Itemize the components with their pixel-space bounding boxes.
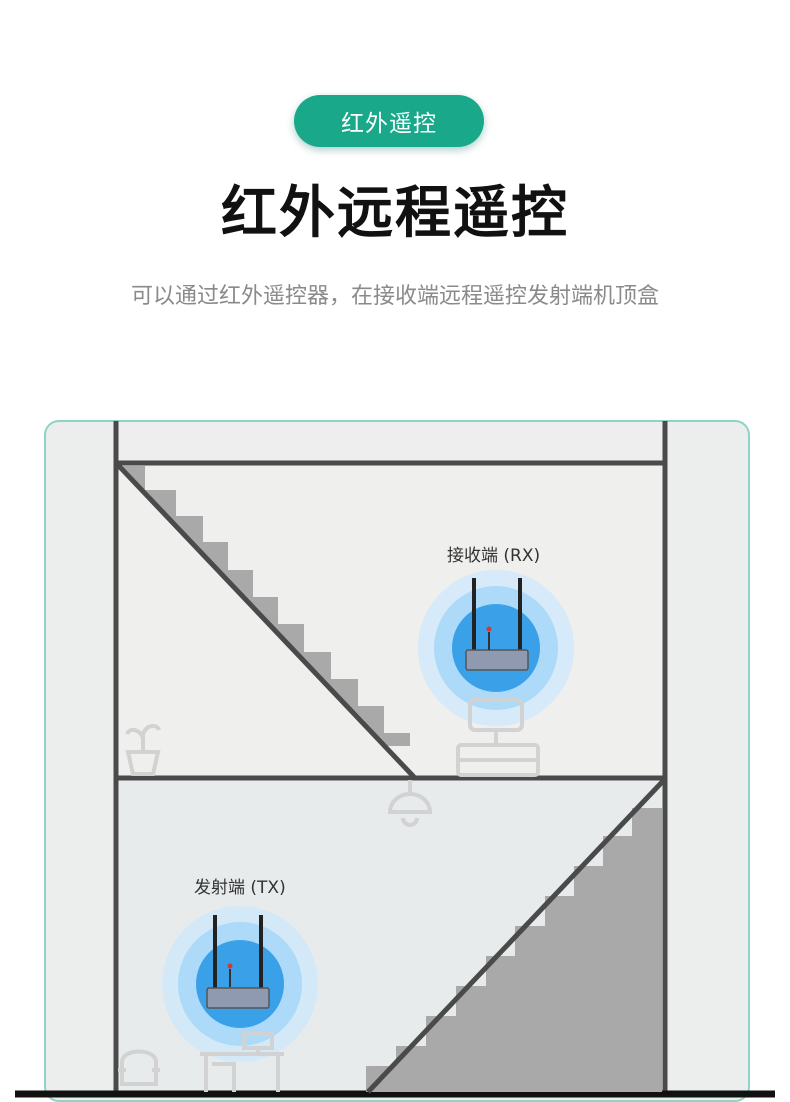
- tv-cabinet: [456, 698, 540, 777]
- lower-staircase: [366, 783, 662, 1092]
- transmitter-signal-waves: [162, 906, 318, 1062]
- plant-icon: [125, 723, 161, 776]
- attic-strip: [118, 424, 663, 462]
- pendant-lamp-icon: [387, 780, 433, 827]
- page-title: 红外远程遥控: [221, 181, 569, 246]
- ir-remote-badge: 红外遥控: [294, 95, 484, 147]
- receiver-signal-waves: [418, 570, 574, 726]
- receiver-label: 接收端 (RX): [447, 546, 541, 566]
- page-subtitle: 可以通过红外遥控器，在接收端远程遥控发射端机顶盒: [130, 284, 659, 309]
- armchair-icon: [118, 1049, 160, 1086]
- transmitter-device: [206, 915, 270, 1009]
- desk-icon: [200, 1032, 284, 1092]
- transmitter-label: 发射端 (TX): [194, 878, 286, 898]
- receiver-device: [465, 578, 529, 671]
